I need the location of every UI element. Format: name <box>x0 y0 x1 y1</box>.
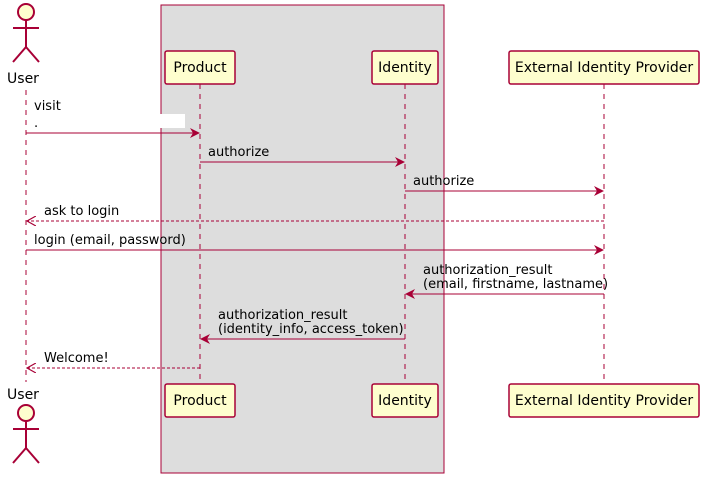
actor-leg-left-icon <box>12 46 27 63</box>
participant-label: Identity <box>378 393 432 409</box>
participant-box <box>164 50 236 85</box>
message-5: login (email, password) <box>26 233 604 255</box>
participant-identity-top: Identity <box>371 50 439 85</box>
message-label: authorize <box>208 145 269 160</box>
actor-leg-right-icon <box>25 46 40 63</box>
actor-user-bottom: User <box>7 387 40 464</box>
actor-head-icon <box>17 404 35 422</box>
actor-label: User <box>7 387 39 403</box>
participant-external-top: External Identity Provider <box>508 50 700 85</box>
participant-box <box>371 383 439 418</box>
actor-head-icon <box>17 3 35 21</box>
actor-leg-left-icon <box>12 447 27 464</box>
message-label: authorization_result <box>423 263 552 278</box>
actor-user-top: User <box>7 3 40 87</box>
participant-box <box>371 50 439 85</box>
participant-label: Product <box>173 393 227 409</box>
message-2: authorize <box>200 145 405 167</box>
participant-external-bottom: External Identity Provider <box>508 383 700 418</box>
participant-label: External Identity Provider <box>515 60 694 76</box>
message-6: authorization_result(email, firstname, l… <box>405 263 608 299</box>
message-label: authorize <box>413 174 474 189</box>
participant-box <box>508 50 700 85</box>
message-1: visit. <box>26 99 200 138</box>
participant-identity-bottom: Identity <box>371 383 439 418</box>
participant-product-bottom: Product <box>164 383 236 418</box>
message-label: ask to login <box>44 204 119 219</box>
message-label: visit <box>34 99 61 114</box>
message-7: authorization_result(identity_info, acce… <box>200 308 405 344</box>
message-label: Welcome! <box>44 351 109 366</box>
participant-label: External Identity Provider <box>515 393 694 409</box>
message-label: (identity_info, access_token) <box>218 322 404 337</box>
message-label: authorization_result <box>218 308 347 323</box>
participant-box <box>164 383 236 418</box>
participant-product-top: Product <box>164 50 236 85</box>
message-4: ask to login <box>27 204 604 221</box>
message-label: (email, firstname, lastname) <box>423 277 608 292</box>
message-label-background <box>34 114 185 128</box>
message-8: Welcome! <box>27 351 200 368</box>
actor-label: User <box>7 71 39 87</box>
participant-box <box>508 383 700 418</box>
message-3: authorize <box>405 174 604 196</box>
participant-label: Product <box>173 60 227 76</box>
actor-leg-right-icon <box>25 447 40 464</box>
participant-label: Identity <box>378 60 432 76</box>
message-label: login (email, password) <box>34 233 186 248</box>
message-label: . <box>34 116 38 131</box>
